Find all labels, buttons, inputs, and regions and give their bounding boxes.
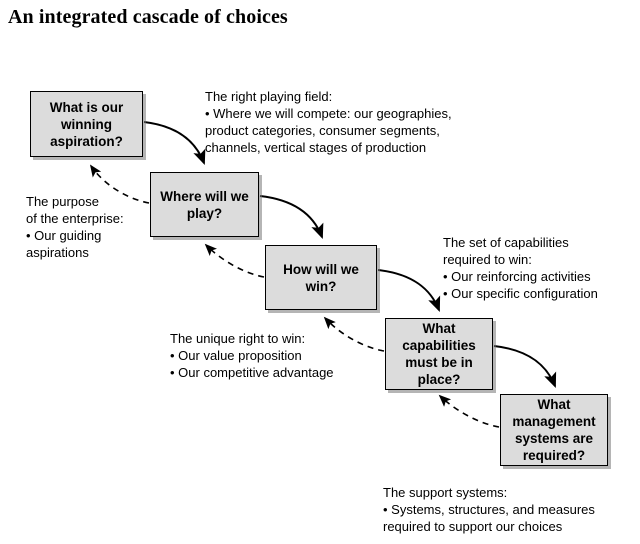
annotation-support-systems: The support systems: • Systems, structur… (383, 485, 595, 534)
node-where-to-play[interactable]: Where will we play? (150, 172, 259, 237)
node-where-to-play-label: Where will we play? (160, 188, 249, 221)
connector-play-to-win (259, 195, 324, 240)
annotation-purpose-of-enterprise: The purpose of the enterprise: • Our gui… (26, 194, 124, 260)
connector-win-to-capabilities (377, 269, 441, 313)
node-winning-aspiration-label: What is our winning aspiration? (49, 99, 124, 149)
connector-aspiration-to-play (143, 121, 206, 166)
annotation-unique-right-to-win: The unique right to win: • Our value pro… (170, 331, 334, 380)
node-management-systems[interactable]: What management systems are required? (500, 394, 608, 466)
feedback-systems-to-capabilities (438, 394, 500, 428)
feedback-win-to-play (204, 243, 265, 278)
node-capabilities-label: What capabilities must be in place? (402, 321, 476, 387)
page-title: An integrated cascade of choices (8, 6, 288, 28)
node-management-systems-label: What management systems are required? (512, 397, 596, 463)
annotation-set-of-capabilities: The set of capabilities required to win:… (443, 235, 598, 301)
annotation-right-playing-field: The right playing field: • Where we will… (205, 89, 452, 155)
feedback-capabilities-to-win (323, 316, 385, 352)
feedback-play-to-aspiration (89, 164, 150, 204)
node-capabilities[interactable]: What capabilities must be in place? (385, 318, 493, 390)
node-how-to-win-label: How will we win? (283, 261, 359, 294)
node-winning-aspiration[interactable]: What is our winning aspiration? (30, 91, 143, 157)
connector-capabilities-to-systems (493, 345, 557, 389)
node-how-to-win[interactable]: How will we win? (265, 245, 377, 310)
